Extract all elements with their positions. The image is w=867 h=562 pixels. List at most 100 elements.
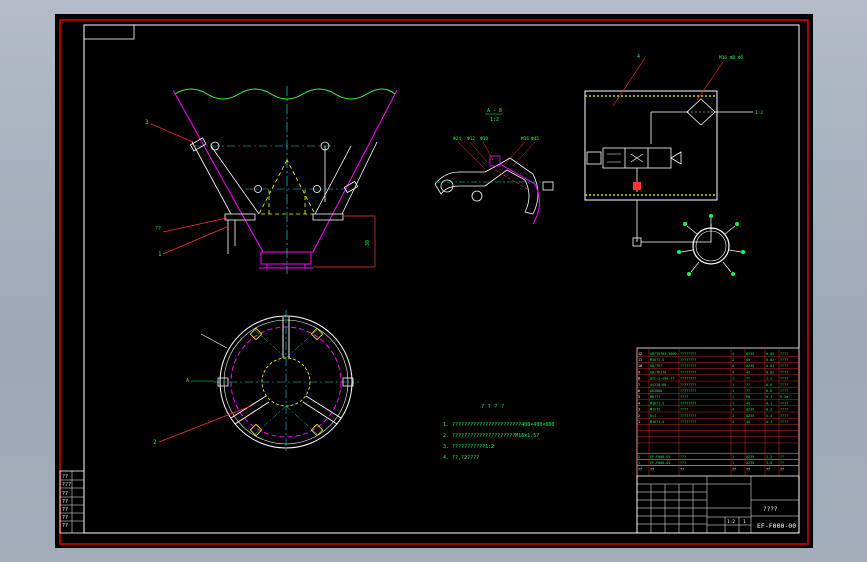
bom-cell-r4-c4: ?? xyxy=(746,377,750,381)
bom-cell-r1-c1: M16?1.5 xyxy=(650,358,664,362)
base-plate-right xyxy=(312,213,344,221)
bom-cell-r4-c2: ???????? xyxy=(680,377,696,381)
control-box xyxy=(584,90,718,201)
bom-cell-r5-c0: 7 xyxy=(638,383,640,387)
bom-cell-r3-c1: GB/T6170 xyxy=(650,370,666,374)
cad-drawing-sheet[interactable]: ?? ??? ?? ?? ?? ?? ?? xyxy=(55,14,813,548)
bom-cell-r11-c3: 4 xyxy=(732,420,734,424)
nozzle-ring-inner xyxy=(695,230,727,262)
callout-ph-leader xyxy=(162,217,228,233)
bom-cell-r10-c0: 2 xyxy=(638,414,640,418)
bom-cell-r3-c0: 9 xyxy=(638,370,640,374)
notes-title: ? ? ? ? xyxy=(481,404,504,410)
section-mark-text: A xyxy=(186,378,189,384)
nozzle-fitting xyxy=(440,179,454,193)
rev-label-3: ?? xyxy=(62,499,68,505)
bom-lower-r0-c0: 2 xyxy=(638,455,640,459)
bom-cell-r1-c5: 0.02 xyxy=(766,358,774,362)
hidden-triangle xyxy=(258,159,316,215)
bom-cell-r10-c5: 5.5 xyxy=(766,414,772,418)
bom-lower-r1-c5: 3.8 xyxy=(766,461,772,465)
bom-cell-r9-c0: 3 xyxy=(638,408,640,412)
nozzle-seal xyxy=(489,155,501,167)
detail-scale: 1:2 xyxy=(490,117,499,123)
bom-cell-r0-c6: ???? xyxy=(780,352,788,356)
detail-label-3: M16 xyxy=(521,136,529,142)
bom-cell-r1-c6: ???? xyxy=(780,358,788,362)
bom-grid-lines xyxy=(636,348,800,476)
bom-cell-r1-c2: ???????? xyxy=(680,358,696,362)
top-port-right xyxy=(342,377,354,387)
nozzle-body xyxy=(434,157,539,215)
bom-cell-r5-c1: 4V210-08 xyxy=(650,383,666,387)
bom-cell-r7-c5: 0.3 xyxy=(766,395,772,399)
bom-cell-r5-c4: ?? xyxy=(746,383,750,387)
callout-2-leader xyxy=(158,405,252,443)
bom-lower-r0-c5: 2.2 xyxy=(766,455,772,459)
bom-lower-r1-c4: Q235 xyxy=(746,461,754,465)
hopper-front-view[interactable]: 30 3 ?? 1 xyxy=(145,86,398,274)
internal-struts xyxy=(210,145,352,215)
bom-cell-r10-c6: ???? xyxy=(780,414,788,418)
bom-lower-r1-c3: 1 xyxy=(732,461,734,465)
bom-cell-r4-c6: ???? xyxy=(780,377,788,381)
bom-cell-r3-c3: 4 xyxy=(732,370,734,374)
bom-header-c0: ?? xyxy=(638,467,642,471)
bom-cell-r2-c6: ???? xyxy=(780,364,788,368)
bom-cell-r2-c2: ???????? xyxy=(680,364,696,368)
bom-cell-r7-c1: Ф8??? xyxy=(650,395,660,399)
callout-ratio-text: 1:2 xyxy=(755,110,763,116)
rev-label-4: ?? xyxy=(62,507,68,513)
callout-1-text: 1 xyxy=(158,251,162,258)
rev-label-6: ?? xyxy=(62,523,68,529)
detail-label-1: Ф12 xyxy=(467,136,475,142)
bom-cell-r1-c0: 11 xyxy=(638,358,642,362)
bom-cell-r1-c3: 4 xyxy=(732,358,734,362)
bom-cell-r6-c5: 0.8 xyxy=(766,389,772,393)
top-port-left xyxy=(217,377,229,387)
bom-cell-r0-c3: 4 xyxy=(732,352,734,356)
bom-cell-r0-c2: ???????? xyxy=(680,352,696,356)
bom-cell-r11-c6: ???? xyxy=(780,420,788,424)
bom-cell-r0-c5: 0.05 xyxy=(766,352,774,356)
outer-frame xyxy=(59,19,809,545)
bom-cell-r2-c3: 8 xyxy=(732,364,734,368)
bom-cell-r10-c4: Q235 xyxy=(746,414,754,418)
bom-cell-r5-c2: ???????? xyxy=(680,383,696,387)
title-block-sheet: 1 xyxy=(743,519,746,525)
bom-cell-r7-c0: 5 xyxy=(638,395,640,399)
bom-header-c3: ?? xyxy=(732,467,736,471)
note-line-3: 3. ???????????1:2 xyxy=(443,444,494,450)
callout-valve-text: M16 Ф8 Ф5 xyxy=(719,55,744,61)
bom-cell-r7-c6: 5.2m xyxy=(780,395,788,399)
hopper-top-view[interactable]: A 2 xyxy=(153,310,359,454)
bom-cell-r6-c0: 6 xyxy=(638,389,640,393)
nozzle-right-top xyxy=(320,141,330,151)
bom-cell-r7-c4: PU xyxy=(746,395,750,399)
bom-cell-r10-c2: ???????? xyxy=(680,414,696,418)
hidden-verticals xyxy=(268,190,306,214)
exhaust-port xyxy=(633,182,641,190)
pneumatic-schematic[interactable]: 4 M16 Ф8 Ф5 1:2 xyxy=(584,54,763,276)
bom-cell-r6-c6: ???? xyxy=(780,389,788,393)
bom-cell-r4-c3: 1 xyxy=(732,377,734,381)
bom-header-c1: ?? xyxy=(650,467,654,471)
nozzle-detail-view[interactable]: A - B 1:2 Ф24 Ф12 Ф30 M16 Ф45 xyxy=(434,108,555,225)
bom-cell-r10-c3: 1 xyxy=(732,414,734,418)
bom-cell-r6-c4: ?? xyxy=(746,389,750,393)
bom-lower-r1-c0: 1 xyxy=(638,461,640,465)
bom-lower-r0-c4: Q235 xyxy=(746,455,754,459)
spring-return xyxy=(670,151,682,165)
ring-feed-line xyxy=(641,224,712,243)
bom-cell-r11-c4: 45 xyxy=(746,420,750,424)
bom-cell-r10-c1: δ=3 xyxy=(650,414,656,418)
base-plate-left xyxy=(224,213,256,221)
hopper-cone-inner xyxy=(191,141,232,215)
bom-cell-r9-c6: ???? xyxy=(780,408,788,412)
height-dimension-text: 30 xyxy=(365,240,371,246)
top-nozzle-marks xyxy=(249,327,324,437)
bom-cell-r0-c4: Q235 xyxy=(746,352,754,356)
title-block-drawing-number: EF-F000-00 xyxy=(757,522,796,530)
title-block-grid xyxy=(637,476,799,533)
